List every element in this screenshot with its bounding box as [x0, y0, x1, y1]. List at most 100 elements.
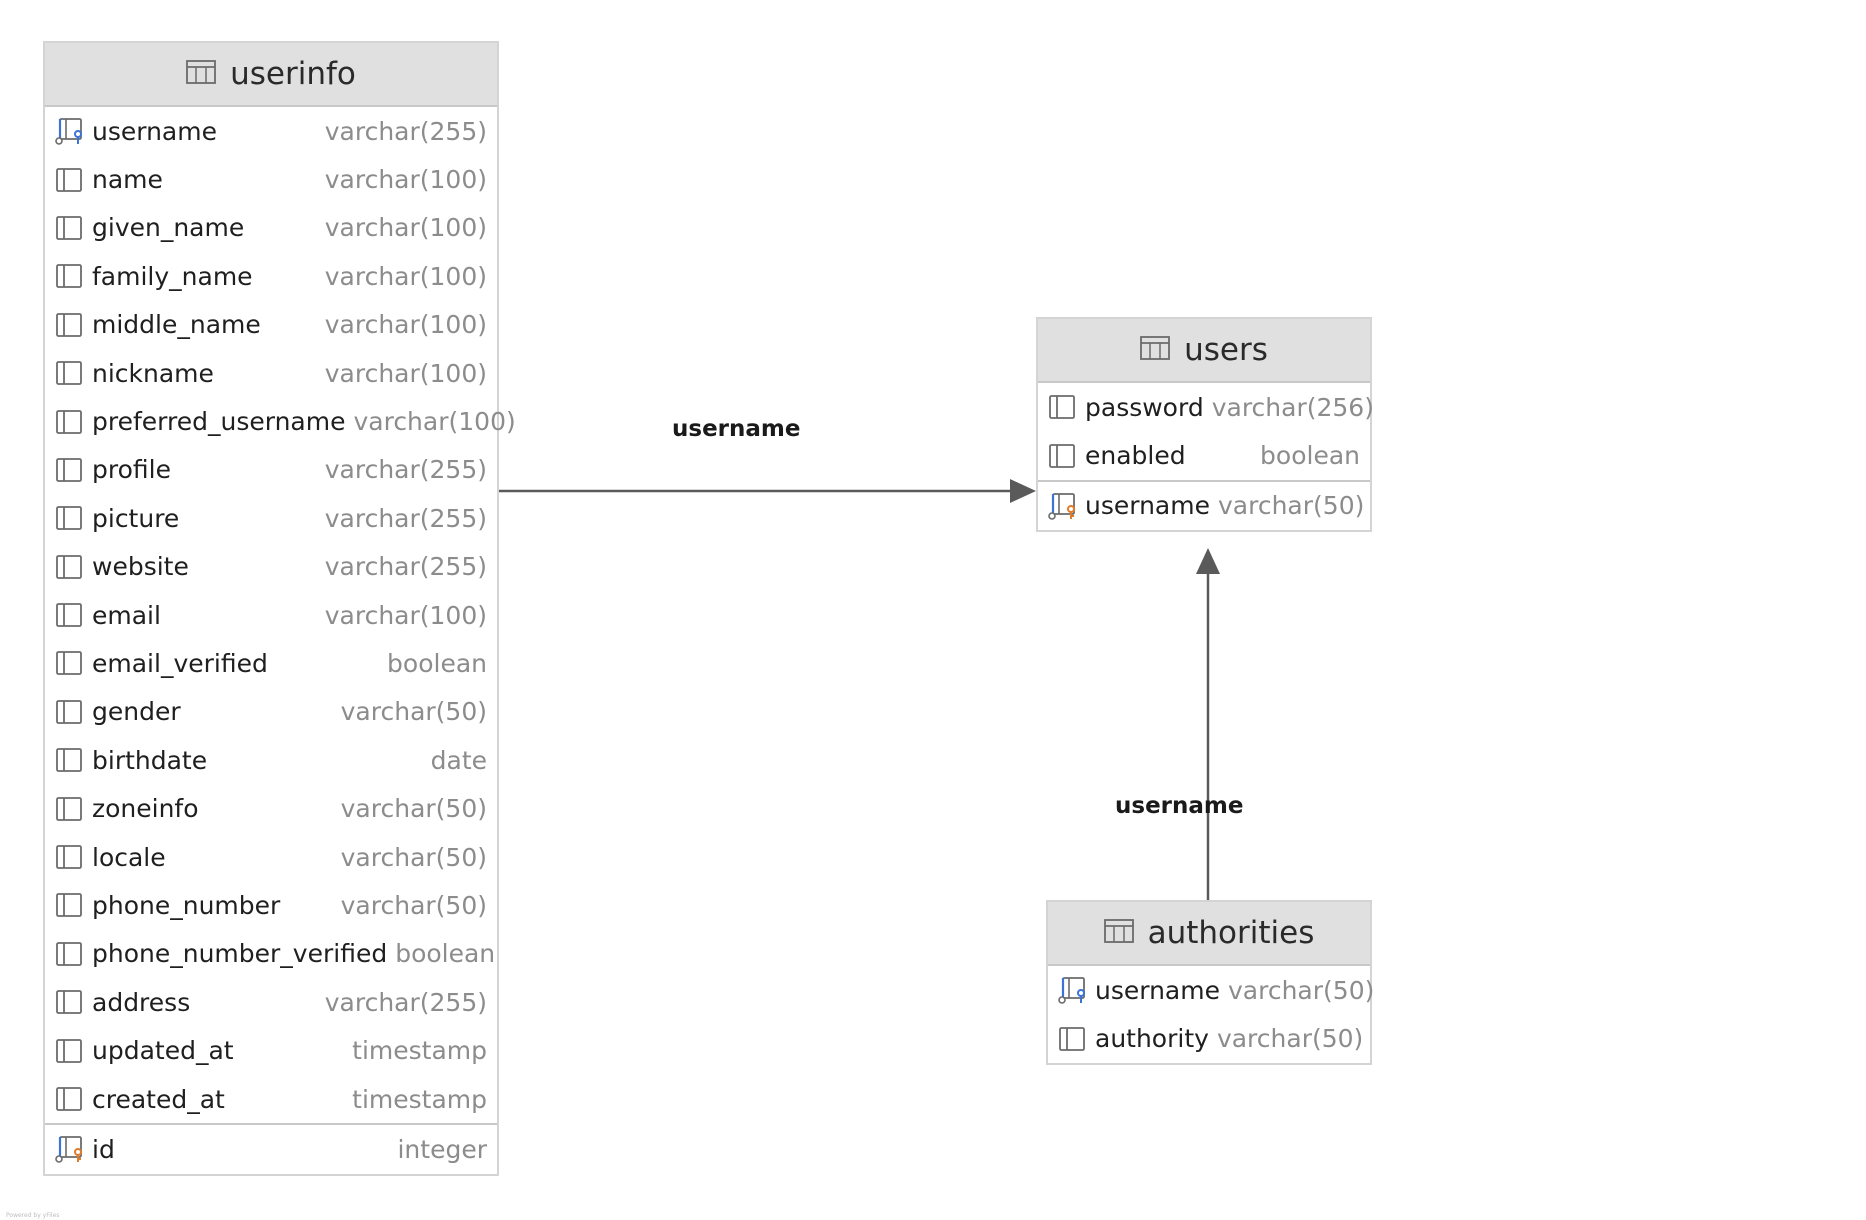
table-icon [186, 56, 217, 92]
column-icon [54, 165, 84, 195]
column-icon [1047, 441, 1077, 471]
column-name: created_at [92, 1084, 225, 1114]
column-icon [54, 407, 84, 437]
column-type: varchar(100) [324, 213, 487, 243]
column-row-username[interactable]: username varchar(255) [45, 107, 497, 155]
column-name: address [92, 987, 191, 1017]
column-row-middle-name[interactable]: middle_name varchar(100) [45, 301, 497, 349]
edge-arrowhead-users-left [1010, 479, 1036, 503]
column-type: varchar(50) [1218, 491, 1365, 521]
key-separator [1038, 479, 1370, 482]
column-icon [54, 987, 84, 1017]
column-name: given_name [92, 213, 245, 243]
column-icon [54, 503, 84, 533]
column-row-username[interactable]: username varchar(50) [1038, 482, 1370, 530]
primary-key-column-icon [54, 1134, 84, 1164]
column-icon [54, 648, 84, 678]
column-icon [54, 794, 84, 824]
column-row-birthdate[interactable]: birthdate date [45, 736, 497, 784]
table-header[interactable]: userinfo [45, 43, 497, 107]
column-type: varchar(100) [324, 310, 487, 340]
column-icon [54, 939, 84, 969]
foreign-key-column-icon [1057, 975, 1087, 1005]
column-name: locale [92, 842, 166, 872]
column-type: timestamp [352, 1084, 487, 1114]
column-name: username [1085, 491, 1210, 521]
column-row-email-verified[interactable]: email_verified boolean [45, 639, 497, 687]
primary-key-column-icon [1047, 491, 1077, 521]
column-name: gender [92, 697, 181, 727]
column-row-picture[interactable]: picture varchar(255) [45, 494, 497, 542]
column-name: phone_number [92, 890, 281, 920]
column-name: birthdate [92, 745, 208, 775]
table-header[interactable]: authorities [1048, 902, 1370, 966]
column-row-created-at[interactable]: created_at timestamp [45, 1075, 497, 1123]
column-type: varchar(50) [1228, 975, 1375, 1005]
column-icon [54, 1084, 84, 1114]
edge-label-authorities-users: username [1115, 793, 1244, 819]
table-icon [1140, 332, 1171, 368]
column-icon [54, 455, 84, 485]
column-type: varchar(255) [324, 503, 487, 533]
column-type: timestamp [352, 1036, 487, 1066]
column-type: boolean [387, 648, 487, 678]
column-type: varchar(255) [324, 552, 487, 582]
column-icon [54, 213, 84, 243]
footer-credit: Powered by yFiles [6, 1212, 60, 1219]
column-type: date [430, 745, 487, 775]
column-icon [54, 552, 84, 582]
column-name: phone_number_verified [92, 939, 388, 969]
column-name: username [92, 116, 217, 146]
column-type: integer [397, 1134, 487, 1164]
column-type: varchar(50) [340, 697, 487, 727]
table-header[interactable]: users [1038, 319, 1370, 383]
column-name: authority [1095, 1024, 1209, 1054]
column-icon [54, 890, 84, 920]
column-type: varchar(100) [353, 407, 516, 437]
column-name: family_name [92, 261, 253, 291]
column-type: varchar(256) [1211, 392, 1374, 422]
column-type: varchar(255) [324, 116, 487, 146]
table-title: authorities [1147, 915, 1315, 951]
key-separator [45, 1123, 497, 1126]
column-icon [54, 697, 84, 727]
column-type: boolean [395, 939, 496, 969]
column-row-given-name[interactable]: given_name varchar(100) [45, 204, 497, 252]
column-type: varchar(255) [324, 987, 487, 1017]
column-name: middle_name [92, 310, 261, 340]
column-icon [54, 1036, 84, 1066]
column-name: nickname [92, 358, 214, 388]
column-name: profile [92, 455, 171, 485]
column-row-gender[interactable]: gender varchar(50) [45, 688, 497, 736]
column-name: picture [92, 503, 180, 533]
table-title: users [1184, 332, 1268, 368]
column-type: boolean [1260, 441, 1360, 471]
column-name: name [92, 165, 163, 195]
column-row-address[interactable]: address varchar(255) [45, 978, 497, 1026]
table-icon [1103, 915, 1134, 951]
column-name: email_verified [92, 648, 268, 678]
